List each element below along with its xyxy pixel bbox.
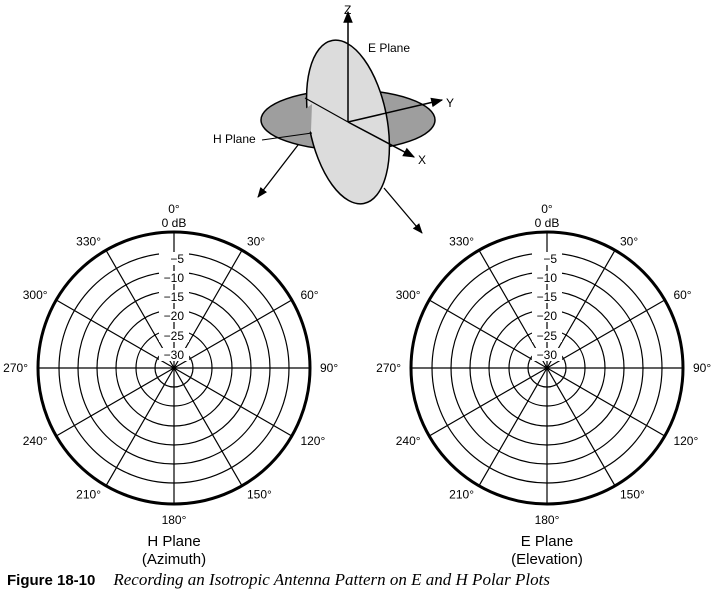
- e-plot-spoke: [546, 367, 666, 437]
- h-plot-angle-label-270: 270°: [3, 361, 28, 375]
- figure-caption-text: Recording an Isotropic Antenna Pattern o…: [113, 570, 550, 589]
- h-plot-angle-label-120: 120°: [300, 434, 325, 448]
- e-plot-ring-label: −5: [543, 252, 557, 266]
- h-plot-ring-label: −25: [164, 329, 185, 343]
- h-plot-spoke: [173, 367, 293, 437]
- figure-number: Figure 18-10: [7, 572, 96, 589]
- x-axis: [347, 121, 416, 158]
- e-plot-spoke: [478, 367, 548, 487]
- x-axis-label: X: [418, 153, 426, 167]
- e-plot-ring-label-bg: [532, 271, 562, 284]
- e-plot-ring-label: −15: [537, 290, 558, 304]
- e-plane-polar-plot: 0° 0 dB −5 −10 −15 −20 −25 −30 30° 60° 90° 120° 1…: [376, 202, 711, 568]
- e-plot-ring-label-bg: [532, 309, 562, 322]
- e-plot-ring-label: −20: [537, 309, 558, 323]
- h-plane-label: H Plane: [213, 132, 256, 146]
- h-plane-polar-plot: 0° 0 dB −5 −10 −15 −20 −25 −30 30° 60° 90° 120° 1…: [3, 202, 338, 568]
- e-plot-ring-label: −30: [537, 348, 558, 362]
- e-plot-subtitle: (Elevation): [511, 551, 583, 568]
- h-plot-spoke: [55, 367, 175, 437]
- e-plot-ring-label-bg: [532, 348, 562, 361]
- e-plot-angle-label-330: 330°: [449, 235, 474, 249]
- h-plot-angle-label-60: 60°: [300, 288, 318, 302]
- h-plot-ring-label: −20: [164, 309, 185, 323]
- figure-caption: Figure 18-10 Recording an Isotropic Ante…: [7, 570, 712, 590]
- h-plane-pointer: [261, 132, 313, 141]
- h-plot-ring-label: −30: [164, 348, 185, 362]
- h-plot-spoke: [173, 367, 243, 487]
- h-plot-ring-label: −10: [164, 271, 185, 285]
- e-plot-ring-label-bg: [532, 290, 562, 303]
- y-axis-label: Y: [446, 96, 454, 110]
- h-plot-spoke: [105, 367, 175, 487]
- antenna-3d-diagram: Z Y X E Plane H Plane: [213, 3, 454, 234]
- h-plot-angle-label-90: 90°: [320, 361, 338, 375]
- e-plot-spoke: [428, 299, 548, 369]
- e-plot-angle-label-120: 120°: [673, 434, 698, 448]
- e-plot-angle-label-90: 90°: [693, 361, 711, 375]
- e-plot-angle-label-60: 60°: [673, 288, 691, 302]
- h-plot-spoke: [55, 299, 175, 369]
- e-plot-angle-label-300: 300°: [396, 288, 421, 302]
- h-plane-back-axis: [304, 97, 349, 123]
- e-plane-label: E Plane: [368, 41, 410, 55]
- arrow-to-h-plot: [257, 144, 299, 198]
- h-plot-angle-label-240: 240°: [23, 434, 48, 448]
- h-plot-title: H Plane: [147, 533, 200, 550]
- e-plot-ring-label-bg: [532, 252, 562, 265]
- arrow-to-e-plot: [383, 187, 423, 234]
- e-plot-angle-label-150: 150°: [620, 487, 645, 501]
- e-plot-title: E Plane: [521, 533, 574, 550]
- e-plot-top-angle-label: 0°: [541, 202, 553, 216]
- h-plot-angle-label-300: 300°: [23, 288, 48, 302]
- h-plot-angle-label-210: 210°: [76, 487, 101, 501]
- h-plot-ring-label-bg: [159, 252, 189, 265]
- e-plot-ring-label-bg: [532, 329, 562, 342]
- h-plot-ring-label: −5: [170, 252, 184, 266]
- e-plot-angle-label-240: 240°: [396, 434, 421, 448]
- e-plot-zero-db-label: 0 dB: [535, 216, 560, 230]
- e-plot-spoke: [428, 367, 548, 437]
- h-plot-spoke: [173, 299, 293, 369]
- h-plot-ring-label-bg: [159, 329, 189, 342]
- h-plot-top-angle-label: 0°: [168, 202, 180, 216]
- e-plot-ring-label: −25: [537, 329, 558, 343]
- h-plot-ring-label: −15: [164, 290, 185, 304]
- h-plot-ring-labels: −5 −10 −15 −20 −25 −30: [159, 252, 189, 362]
- h-plot-angle-label-150: 150°: [247, 487, 272, 501]
- e-plot-ring-label: −10: [537, 271, 558, 285]
- h-plot-ring-label-bg: [159, 309, 189, 322]
- h-plot-ring-label-bg: [159, 290, 189, 303]
- h-plot-angle-label-330: 330°: [76, 235, 101, 249]
- e-plot-angle-label-210: 210°: [449, 487, 474, 501]
- z-axis-label: Z: [344, 3, 351, 17]
- e-plot-angle-label-180: 180°: [535, 513, 560, 527]
- h-plot-angle-label-180: 180°: [162, 513, 187, 527]
- h-plot-angle-labels: 30° 60° 90° 120° 150° 180° 210° 240° 270° 300° 330…: [3, 235, 338, 527]
- e-plot-angle-labels: 30° 60° 90° 120° 150° 180° 210° 240° 270° 300° 330…: [376, 235, 711, 527]
- e-plot-ring-labels: −5 −10 −15 −20 −25 −30: [532, 252, 562, 362]
- h-plot-zero-db-label: 0 dB: [162, 216, 187, 230]
- h-plot-ring-label-bg: [159, 348, 189, 361]
- h-plot-ring-label-bg: [159, 271, 189, 284]
- e-plot-spoke: [546, 367, 616, 487]
- e-plot-angle-label-270: 270°: [376, 361, 401, 375]
- h-plot-subtitle: (Azimuth): [142, 551, 206, 568]
- y-axis: [347, 97, 444, 123]
- h-plot-angle-label-30: 30°: [247, 235, 265, 249]
- e-plot-spoke: [546, 299, 666, 369]
- e-plot-angle-label-30: 30°: [620, 235, 638, 249]
